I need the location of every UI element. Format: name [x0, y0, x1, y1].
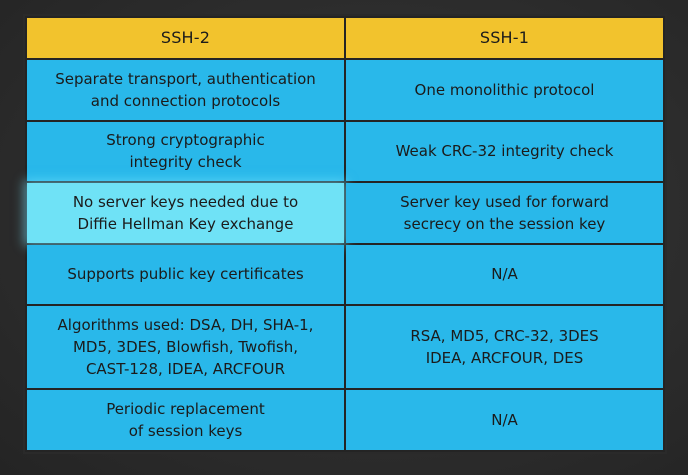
- comparison-table-container: SSH-2 SSH-1 Separate transport, authenti…: [23, 14, 667, 454]
- table-row: Strong cryptographic integrity check Wea…: [27, 121, 663, 182]
- table-row: Algorithms used: DSA, DH, SHA-1, MD5, 3D…: [27, 306, 663, 389]
- table-row: No server keys needed due to Diffie Hell…: [27, 183, 663, 243]
- header-ssh2: SSH-2: [27, 18, 344, 58]
- table-row: Supports public key certificates N/A: [27, 244, 663, 305]
- cell-ssh1: N/A: [346, 244, 663, 305]
- table-row: Separate transport, authentication and c…: [27, 60, 663, 120]
- cell-ssh2: Algorithms used: DSA, DH, SHA-1, MD5, 3D…: [27, 306, 344, 389]
- cell-ssh2: Separate transport, authentication and c…: [27, 60, 344, 120]
- cell-ssh2: Supports public key certificates: [27, 244, 344, 305]
- ssh-comparison-table: SSH-2 SSH-1 Separate transport, authenti…: [25, 16, 665, 452]
- cell-ssh2: Strong cryptographic integrity check: [27, 121, 344, 182]
- cell-ssh1: One monolithic protocol: [346, 60, 663, 120]
- cell-ssh1: Server key used for forward secrecy on t…: [346, 183, 663, 243]
- cell-ssh1: RSA, MD5, CRC-32, 3DES IDEA, ARCFOUR, DE…: [346, 306, 663, 389]
- cell-ssh2: Periodic replacement of session keys: [27, 390, 344, 450]
- header-ssh1: SSH-1: [346, 18, 663, 58]
- cell-ssh2-highlighted: No server keys needed due to Diffie Hell…: [27, 183, 344, 243]
- cell-ssh1: Weak CRC-32 integrity check: [346, 121, 663, 182]
- table-row: Periodic replacement of session keys N/A: [27, 390, 663, 450]
- header-row: SSH-2 SSH-1: [27, 18, 663, 58]
- cell-ssh1: N/A: [346, 390, 663, 450]
